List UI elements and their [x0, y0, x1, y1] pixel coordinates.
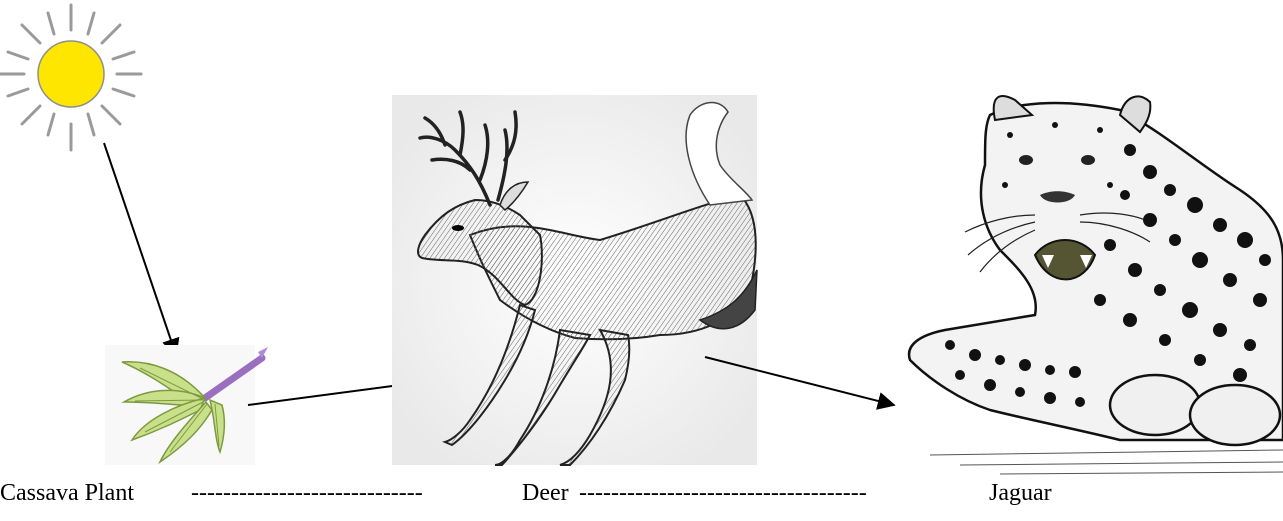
sun-icon: [0, 5, 141, 150]
connector-dashes-2: ------------------------------------: [579, 480, 867, 507]
deer-icon: [392, 95, 757, 465]
arrow-sun-to-plant: [104, 143, 176, 355]
food-chain-caption: Cassava Plant --------------------------…: [0, 480, 1283, 514]
organism-label-deer: Deer: [522, 480, 569, 507]
jaguar-icon: [909, 96, 1283, 474]
organism-label-cassava: Cassava Plant: [0, 480, 134, 507]
organism-label-jaguar: Jaguar: [989, 480, 1052, 507]
connector-dashes-1: -----------------------------: [191, 480, 423, 507]
cassava-leaf-icon: [105, 345, 268, 465]
